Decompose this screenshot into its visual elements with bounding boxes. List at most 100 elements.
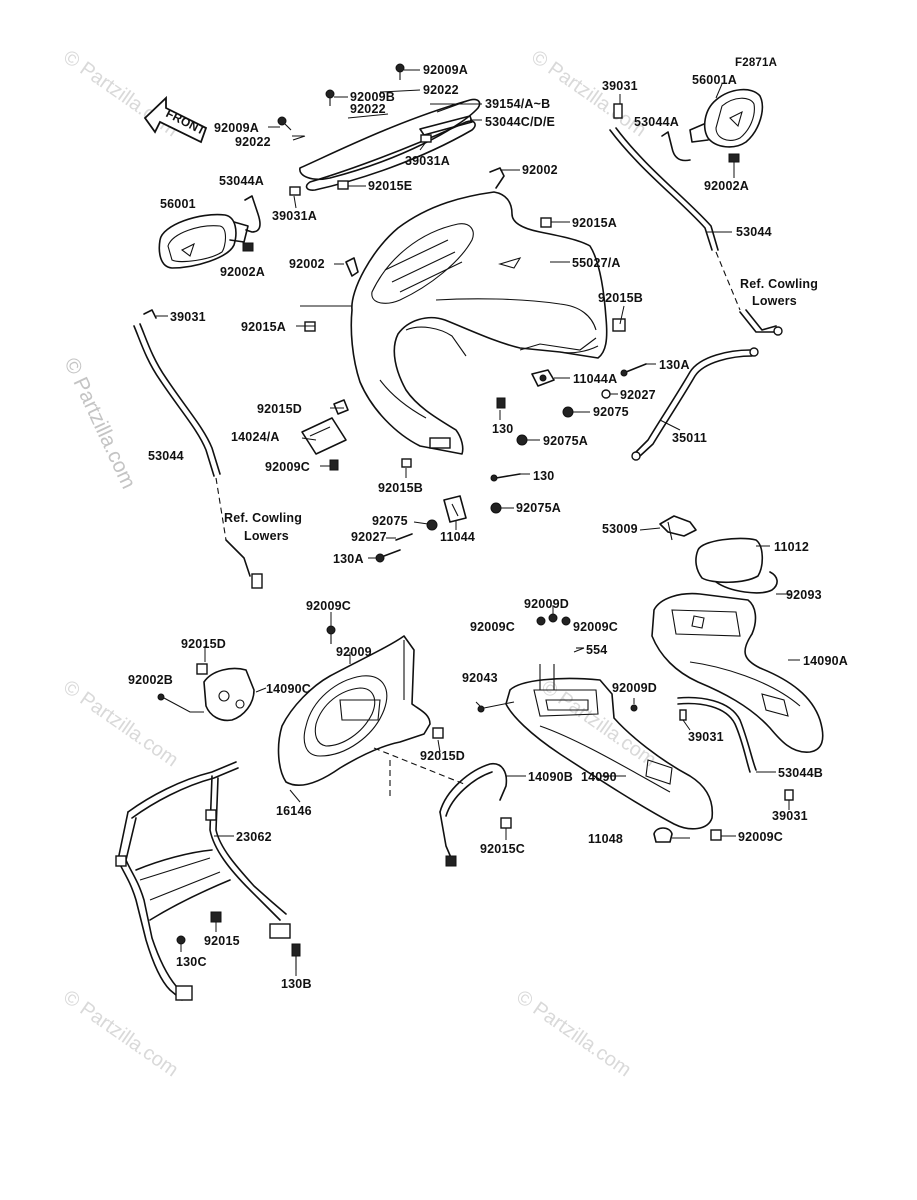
label-92027-right: 92027 bbox=[620, 388, 656, 402]
bolt-130-low bbox=[490, 473, 521, 482]
screw-92009A-top bbox=[395, 63, 405, 80]
watermark: © Partzilla.com bbox=[59, 46, 182, 141]
label-92009C-top: 92009C bbox=[306, 599, 351, 613]
fairing-stay-23062 bbox=[115, 761, 291, 1001]
label-92009B: 92009B bbox=[350, 90, 395, 104]
nut-92015D-left bbox=[196, 663, 208, 675]
label-92022-left: 92022 bbox=[235, 135, 271, 149]
label-56001A: 56001A bbox=[692, 73, 737, 87]
bolt-92002-top bbox=[489, 167, 505, 189]
nut-92015E bbox=[337, 180, 349, 190]
grommet-92027-right bbox=[601, 389, 611, 399]
center-tray-14090 bbox=[505, 664, 714, 830]
hose-53044A-right bbox=[661, 131, 691, 162]
label-53044B: 53044B bbox=[778, 766, 823, 780]
label-14090A: 14090A bbox=[803, 654, 848, 668]
nut-92015 bbox=[210, 911, 222, 923]
label-39031-low: 39031 bbox=[688, 730, 724, 744]
dashed-leader bbox=[373, 747, 465, 800]
label-39154: 39154/A~B bbox=[485, 97, 550, 111]
lid-11012 bbox=[695, 537, 764, 584]
ref-note-left-line1: Ref. Cowling bbox=[224, 511, 302, 525]
hose-35011 bbox=[631, 347, 759, 461]
label-92075A-mid: 92075A bbox=[543, 434, 588, 448]
screw-92009C-top bbox=[326, 625, 336, 644]
washer-92022 bbox=[292, 135, 306, 141]
inner-panel-14090A bbox=[651, 592, 824, 753]
label-92015: 92015 bbox=[204, 934, 240, 948]
nut-92015A-top bbox=[540, 217, 552, 228]
screw-92009D-mid bbox=[630, 704, 638, 712]
nut-92015C bbox=[500, 817, 512, 829]
label-92043: 92043 bbox=[462, 671, 498, 685]
watermark: © Partzilla.com bbox=[59, 986, 182, 1081]
label-130C: 130C bbox=[176, 955, 207, 969]
label-92009-mid: 92009 bbox=[336, 645, 372, 659]
screw-92009C-mid1 bbox=[536, 616, 546, 626]
collar-92075-low bbox=[426, 519, 438, 531]
label-14090C: 14090C bbox=[266, 682, 311, 696]
leader-lines bbox=[156, 69, 800, 976]
screw-92002B bbox=[157, 693, 204, 713]
label-14090B: 14090B bbox=[528, 770, 573, 784]
hose-53044B bbox=[677, 696, 757, 773]
label-92009C-bottom: 92009C bbox=[738, 830, 783, 844]
label-92002-left: 92002 bbox=[289, 257, 325, 271]
label-35011: 35011 bbox=[672, 431, 707, 445]
label-53044CDE: 53044C/D/E bbox=[485, 115, 555, 129]
label-39031-left: 39031 bbox=[170, 310, 206, 324]
collar-92075A-mid bbox=[516, 434, 528, 446]
label-130-mid: 130 bbox=[492, 422, 513, 436]
screw-92043 bbox=[477, 701, 515, 713]
label-92015E: 92015E bbox=[368, 179, 412, 193]
label-92015D-mid: 92015D bbox=[420, 749, 465, 763]
label-92075A-low: 92075A bbox=[516, 501, 561, 515]
nut-92015D-mid bbox=[432, 727, 444, 739]
nut-92015B-right bbox=[612, 318, 626, 332]
screw-92009B bbox=[325, 89, 335, 106]
nut-92015B-bottom bbox=[401, 458, 412, 468]
label-92022-mid: 92022 bbox=[350, 102, 386, 116]
bracket-14024A bbox=[301, 417, 347, 455]
label-92093: 92093 bbox=[786, 588, 822, 602]
part-labels: 92009A 92009B 92022 39154/A~B 53044C/D/E… bbox=[128, 63, 848, 991]
label-92009D-top: 92009D bbox=[524, 597, 569, 611]
collar-92075A-low bbox=[490, 502, 502, 514]
label-92015C: 92015C bbox=[480, 842, 525, 856]
label-53044-right: 53044 bbox=[736, 225, 772, 239]
label-92015A-top: 92015A bbox=[572, 216, 617, 230]
label-11044: 11044 bbox=[440, 530, 475, 544]
label-554: 554 bbox=[586, 643, 607, 657]
bolt-92002A-left bbox=[242, 242, 254, 252]
screw-92009C-mid2 bbox=[561, 616, 571, 626]
ref-note-right-line1: Ref. Cowling bbox=[740, 277, 818, 291]
mirror-right bbox=[689, 88, 764, 148]
label-92075-right: 92075 bbox=[593, 405, 629, 419]
screw-92009A-left bbox=[277, 116, 292, 131]
label-92022-top: 92022 bbox=[423, 83, 459, 97]
clamp-11048 bbox=[653, 827, 673, 843]
watermark: © Partzilla.com bbox=[59, 676, 182, 771]
lock-53009 bbox=[659, 515, 697, 541]
label-11044A: 11044A bbox=[573, 372, 617, 386]
grommet-92027-low bbox=[395, 533, 413, 541]
label-130B: 130B bbox=[281, 977, 312, 991]
label-16146: 16146 bbox=[276, 804, 312, 818]
label-130A-right: 130A bbox=[659, 358, 690, 372]
label-39031A-left: 39031A bbox=[272, 209, 317, 223]
watermark: © Partzilla.com bbox=[59, 354, 140, 492]
label-39031A-mid: 39031A bbox=[405, 154, 450, 168]
mirror-left bbox=[158, 213, 249, 269]
upper-cowling bbox=[350, 191, 608, 455]
label-14090: 14090 bbox=[581, 770, 617, 784]
watermark: © Partzilla.com bbox=[512, 986, 635, 1081]
label-92075-low: 92075 bbox=[372, 514, 408, 528]
bolt-130B bbox=[291, 943, 301, 970]
bolt-130C bbox=[176, 935, 186, 945]
label-14024A: 14024/A bbox=[231, 430, 280, 444]
bracket-14090C bbox=[203, 667, 255, 722]
label-92009C-mid1: 92009C bbox=[470, 620, 515, 634]
trim-strip bbox=[419, 115, 473, 136]
label-92009A-left: 92009A bbox=[214, 121, 259, 135]
